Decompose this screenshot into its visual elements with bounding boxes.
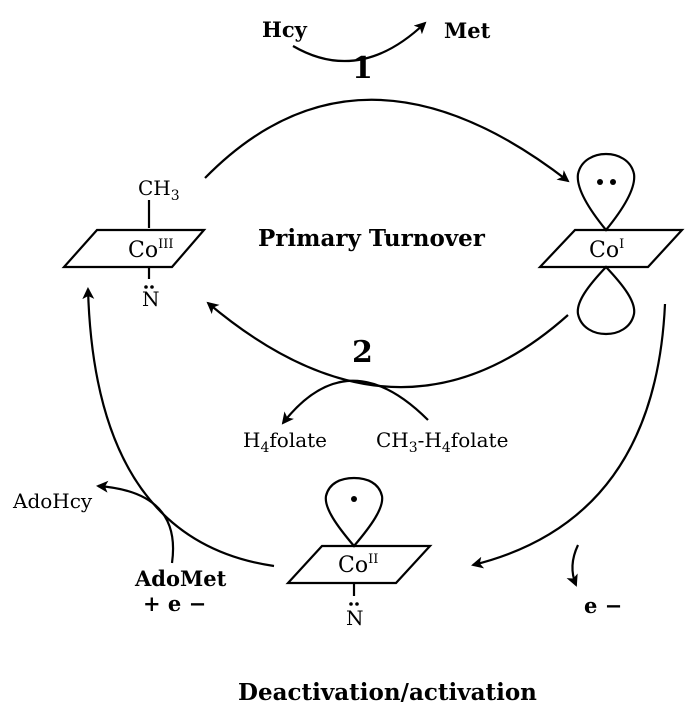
step-1-number: 1 (352, 51, 373, 86)
hcy-label: Hcy (262, 17, 308, 42)
adohcy-label: AdoHcy (12, 489, 93, 513)
step-2-number: 2 (352, 335, 373, 370)
electron-loss-label: e − (584, 593, 622, 618)
co2-corrin-plane (285, 544, 433, 585)
co1-electron-dot (597, 179, 603, 185)
ch3-h4folate-label: CH3-H4folate (376, 428, 508, 456)
co1-label: CoI (589, 237, 624, 263)
primary-forward-arrow (204, 98, 570, 183)
primary-return-arrow (206, 301, 569, 389)
co2-n-lone-pair-dot (349, 602, 353, 606)
electron-gain-label: + e − (143, 591, 206, 616)
co2-label: CoII (338, 552, 378, 578)
hcy-to-met-arrow (292, 21, 427, 63)
deactivation-activation-title: Deactivation/activation (238, 679, 537, 702)
adomet-label: AdoMet (134, 566, 227, 591)
co3-n-label: N (142, 287, 160, 311)
coii-to-coiii-arrow (82, 287, 275, 568)
co2-electron-dot (351, 496, 357, 502)
co3-n-lone-pair-dot (144, 285, 148, 289)
adomet-arrow (96, 480, 175, 564)
primary-turnover-label: Primary Turnover (258, 225, 486, 252)
co3-corrin-plane (61, 228, 207, 269)
co3-ch3-label: CH3 (138, 176, 180, 204)
co2-orbital (324, 476, 384, 548)
co1-electron-dot (610, 179, 616, 185)
co3-label: CoIII (128, 237, 173, 263)
folate-arrow (281, 379, 429, 425)
co1-corrin-plane (537, 228, 685, 269)
co3-n-lone-pair-dot (150, 285, 154, 289)
h4folate-label: H4folate (243, 428, 327, 456)
co2-n-label: N (346, 606, 364, 630)
co1-upper-orbital (576, 152, 636, 232)
co2-n-lone-pair-dot (355, 602, 359, 606)
met-label: Met (444, 18, 491, 43)
co1-lower-orbital (576, 265, 636, 336)
electron-loss-arrow (566, 544, 579, 587)
coi-to-coii-arrow (471, 303, 667, 569)
